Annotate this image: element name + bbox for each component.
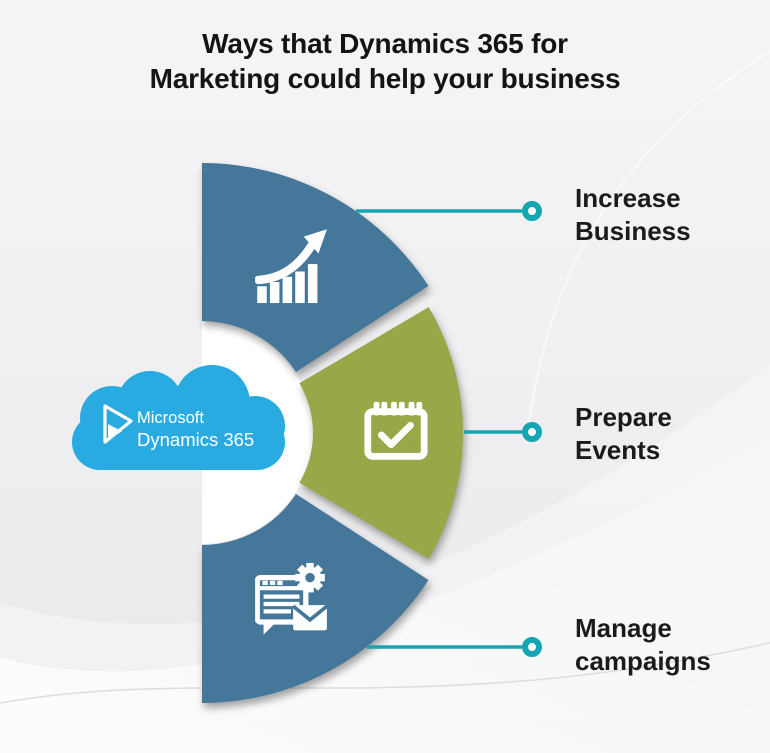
label-manage-campaigns: Manage campaigns [575, 612, 711, 678]
connector-ring-manage-campaigns [522, 637, 542, 657]
title-line-2: Marketing could help your business [149, 63, 621, 94]
connector-ring-increase-business [522, 201, 542, 221]
segment-manage-campaigns [202, 493, 429, 703]
cloud-brand-line1: Microsoft [137, 409, 204, 427]
label-line: campaigns [575, 646, 711, 676]
cloud-shape [72, 365, 285, 470]
label-line: Manage [575, 613, 672, 643]
connector-ring-prepare-events [522, 422, 542, 442]
page-title: Ways that Dynamics 365 for Marketing cou… [0, 26, 770, 96]
label-increase-business: Increase Business [575, 182, 691, 248]
label-prepare-events: Prepare Events [575, 401, 672, 467]
label-line: Events [575, 435, 661, 465]
wave-line-bottom [0, 641, 770, 704]
connector-lines [356, 201, 542, 657]
label-line: Prepare [575, 402, 672, 432]
dynamics-365-logo-icon [103, 404, 133, 444]
label-line: Increase [575, 183, 681, 213]
wave-line-topright [527, 50, 770, 431]
cloud-brand-line2: Dynamics 365 [137, 429, 254, 450]
label-line: Business [575, 216, 691, 246]
title-line-1: Ways that Dynamics 365 for [202, 28, 568, 59]
dynamics-cloud: Microsoft Dynamics 365 [72, 365, 285, 470]
wave-band-lower [0, 436, 770, 753]
